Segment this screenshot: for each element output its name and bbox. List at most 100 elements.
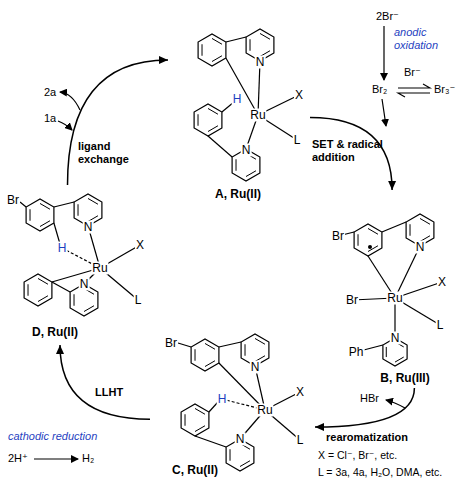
equilibrium-arrow <box>398 93 430 97</box>
bond-line <box>195 436 226 447</box>
species-formula: Br₃⁻ <box>434 83 455 96</box>
arrow-head <box>56 345 64 354</box>
species-node: BrNHXRuLND, Ru(II) <box>0 185 150 345</box>
double-bond <box>246 171 256 177</box>
bond-line <box>219 342 241 347</box>
double-bond <box>260 33 270 39</box>
atom-label: N <box>390 332 401 345</box>
arrow-head <box>388 181 396 190</box>
substrate-arrow <box>58 121 72 130</box>
species-label: B, Ru(III) <box>379 372 430 385</box>
species-formula: L = 3a, 4a, H₂O, DMA, etc. <box>318 466 442 479</box>
aromatic-ring <box>198 34 226 66</box>
double-bond <box>195 349 196 361</box>
atom-label: N <box>241 144 252 157</box>
double-bond <box>28 284 29 296</box>
double-bond <box>84 306 94 312</box>
species-formula: 2Br⁻ <box>376 10 399 23</box>
aromatic-ring <box>24 274 52 306</box>
double-bond <box>40 221 50 227</box>
cycle-arrow <box>315 388 414 427</box>
atom-label: Ru <box>386 292 403 305</box>
atom-label: Ru <box>249 109 266 122</box>
double-bond <box>208 108 218 114</box>
double-bond <box>368 228 378 234</box>
double-bond <box>386 347 387 357</box>
double-bond <box>30 209 31 221</box>
arrow-head <box>159 56 168 64</box>
bond-line <box>226 58 258 115</box>
atom-label: Br <box>345 294 359 307</box>
species-formula: 2a <box>44 86 56 99</box>
double-bond <box>205 343 215 349</box>
aromatic-ring <box>181 404 209 436</box>
bond-line <box>20 202 26 207</box>
double-bond <box>195 426 205 432</box>
double-bond <box>212 38 222 44</box>
double-bond <box>236 159 237 171</box>
double-bond <box>185 414 186 426</box>
step-label: ligand exchange <box>78 140 138 166</box>
aromatic-ring <box>191 339 219 371</box>
species-node: NXRuLNHA, Ru(II) <box>168 12 310 204</box>
arrow-head <box>315 423 324 431</box>
double-bond <box>245 344 246 356</box>
step-label: LLHT <box>95 386 123 399</box>
atom-label: H <box>57 242 68 255</box>
double-bond <box>230 449 231 461</box>
double-bond <box>358 234 359 246</box>
double-bond <box>38 296 48 302</box>
aromatic-ring <box>194 104 222 136</box>
double-bond <box>420 218 430 224</box>
double-bond <box>74 294 75 306</box>
double-bond <box>212 56 222 62</box>
byproduct-arrow <box>386 400 405 408</box>
atom-label: N <box>83 221 94 234</box>
species-formula: X = Cl⁻, Br⁻, etc. <box>318 449 397 462</box>
double-bond <box>40 203 50 209</box>
atom-label: H <box>232 93 243 106</box>
double-bond <box>208 126 218 132</box>
atom-label: Ru <box>256 404 273 417</box>
condition-note: anodic oxidation <box>394 26 454 52</box>
double-bond <box>250 39 251 51</box>
bond-line <box>382 222 406 232</box>
double-bond <box>205 361 215 367</box>
atom-label: N <box>255 56 266 69</box>
atom-label: H <box>217 393 228 406</box>
atom-label: L <box>436 319 445 332</box>
atom-label: N <box>250 361 261 374</box>
species-formula: Br₂ <box>372 83 387 96</box>
double-bond <box>78 204 79 216</box>
atom-label: Br <box>164 337 178 350</box>
atom-label: X <box>437 276 447 289</box>
species-label: D, Ru(II) <box>31 326 79 339</box>
atom-label: L <box>296 434 305 447</box>
double-bond <box>202 44 203 56</box>
atom-label: X <box>294 89 304 102</box>
atom-label: Br <box>331 230 345 243</box>
bond-line <box>258 61 260 115</box>
step-label: SET & radical addition <box>312 138 392 164</box>
double-bond <box>395 357 404 362</box>
species-label: C, Ru(II) <box>171 464 219 477</box>
reduction-arrow <box>34 458 78 459</box>
double-bond <box>198 114 199 126</box>
cycle-arrow <box>68 60 169 185</box>
bond-line <box>54 202 74 207</box>
double-bond <box>195 408 205 414</box>
atom-label: Ph <box>348 346 365 359</box>
species-formula: HBr <box>360 392 379 405</box>
bond-line <box>226 37 246 42</box>
bond-line <box>208 136 232 157</box>
atom-label: L <box>134 294 143 307</box>
radical-dot <box>368 245 372 249</box>
double-bond <box>255 338 265 344</box>
bond-line <box>178 343 191 347</box>
species-node: BrNXBrRuLPhNB, Ru(III) <box>325 190 474 388</box>
aromatic-ring <box>26 199 54 231</box>
species-formula: H₂ <box>82 452 94 465</box>
